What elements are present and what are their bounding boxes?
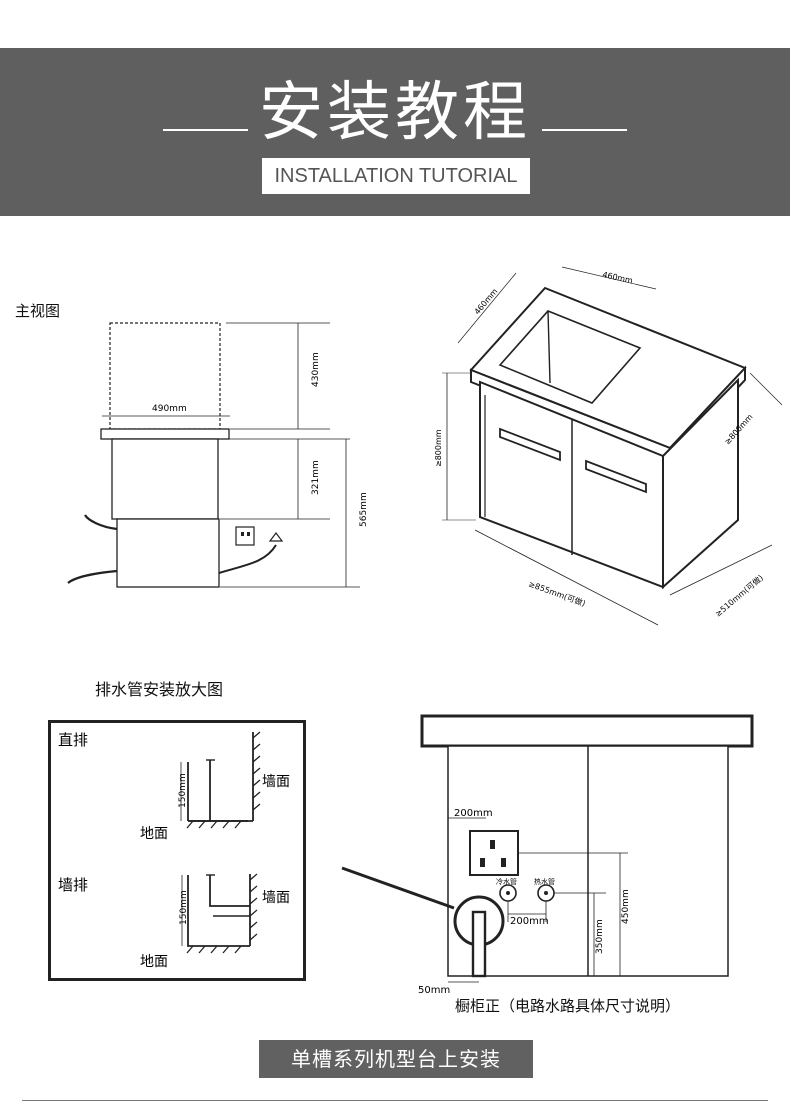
drain-detail-frame (48, 720, 306, 981)
front-view-diagram: 490mm 430mm 321mm 565mm (67, 322, 369, 588)
sink-width-label: 460mm (602, 270, 634, 285)
wall-socket (469, 830, 519, 876)
front-view-label: 主视图 (15, 302, 61, 320)
hot-water-label: 热水管 (534, 877, 555, 886)
cabinet-front-diagram: 200mm 冷水管 热水管 200mm 350mm 450mm 50mm (341, 714, 754, 996)
mid-height-label: 321mm (311, 460, 321, 495)
pipe-spacing-label: 200mm (510, 916, 549, 927)
width-dim-label: 490mm (152, 404, 187, 414)
sink-bowl (111, 438, 219, 520)
sink-depth-label: 460mm (473, 287, 500, 317)
cabinet-top (420, 714, 754, 748)
wall-label-1: 墙面 (262, 774, 290, 790)
cold-water-label: 冷水管 (496, 877, 517, 886)
wall-label-2: 墙面 (262, 890, 290, 906)
cabinet-3d-diagram: 460mm 460mm ≥800mm ≥800mm ≥855mm(可做) ≥51… (434, 266, 783, 626)
page-subtitle: INSTALLATION TUTORIAL (262, 158, 530, 194)
pipe-height-label: 350mm (595, 919, 605, 954)
wall-drain-label: 墙排 (58, 876, 88, 894)
cabinet-front-caption: 橱柜正（电路水路具体尺寸说明） (455, 997, 681, 1015)
depth-label: ≥510mm(可做) (713, 572, 765, 618)
drain-detail-diagram: 直排 150mm 墙面 地面 墙排 150mm 墙面 地面 (48, 720, 306, 981)
right-door-handle (585, 459, 647, 494)
floor-label-2: 地面 (140, 954, 168, 970)
footer-label: 单槽系列机型台上安装 (259, 1040, 533, 1078)
drain-pipe (471, 910, 487, 978)
socket-offset-label: 200mm (454, 808, 493, 819)
title-line-right (542, 129, 627, 131)
straight-drain-label: 直排 (58, 731, 88, 749)
drain-offset-label: 50mm (418, 985, 450, 996)
socket-height-label: 450mm (621, 889, 631, 924)
top-height-label: 430mm (311, 352, 321, 387)
title-line-left (163, 129, 248, 131)
socket-icon (235, 526, 255, 546)
disposer-unit (116, 518, 220, 588)
plug-icon (268, 532, 284, 542)
wall-drain-height-label: 150mm (179, 890, 189, 925)
footer-divider (22, 1100, 768, 1101)
straight-height-label: 150mm (178, 773, 188, 808)
page-title: 安装教程 (259, 76, 531, 150)
drain-detail-title: 排水管安装放大图 (95, 680, 224, 699)
total-height-label: 565mm (359, 492, 369, 527)
left-door-handle (499, 427, 561, 462)
sink-deck (100, 428, 230, 440)
sink-opening (498, 310, 642, 404)
power-cable (67, 514, 118, 584)
floor-label-1: 地面 (140, 826, 168, 842)
height-label: ≥800mm (434, 429, 443, 467)
width-label: ≥855mm(可做) (527, 578, 587, 608)
